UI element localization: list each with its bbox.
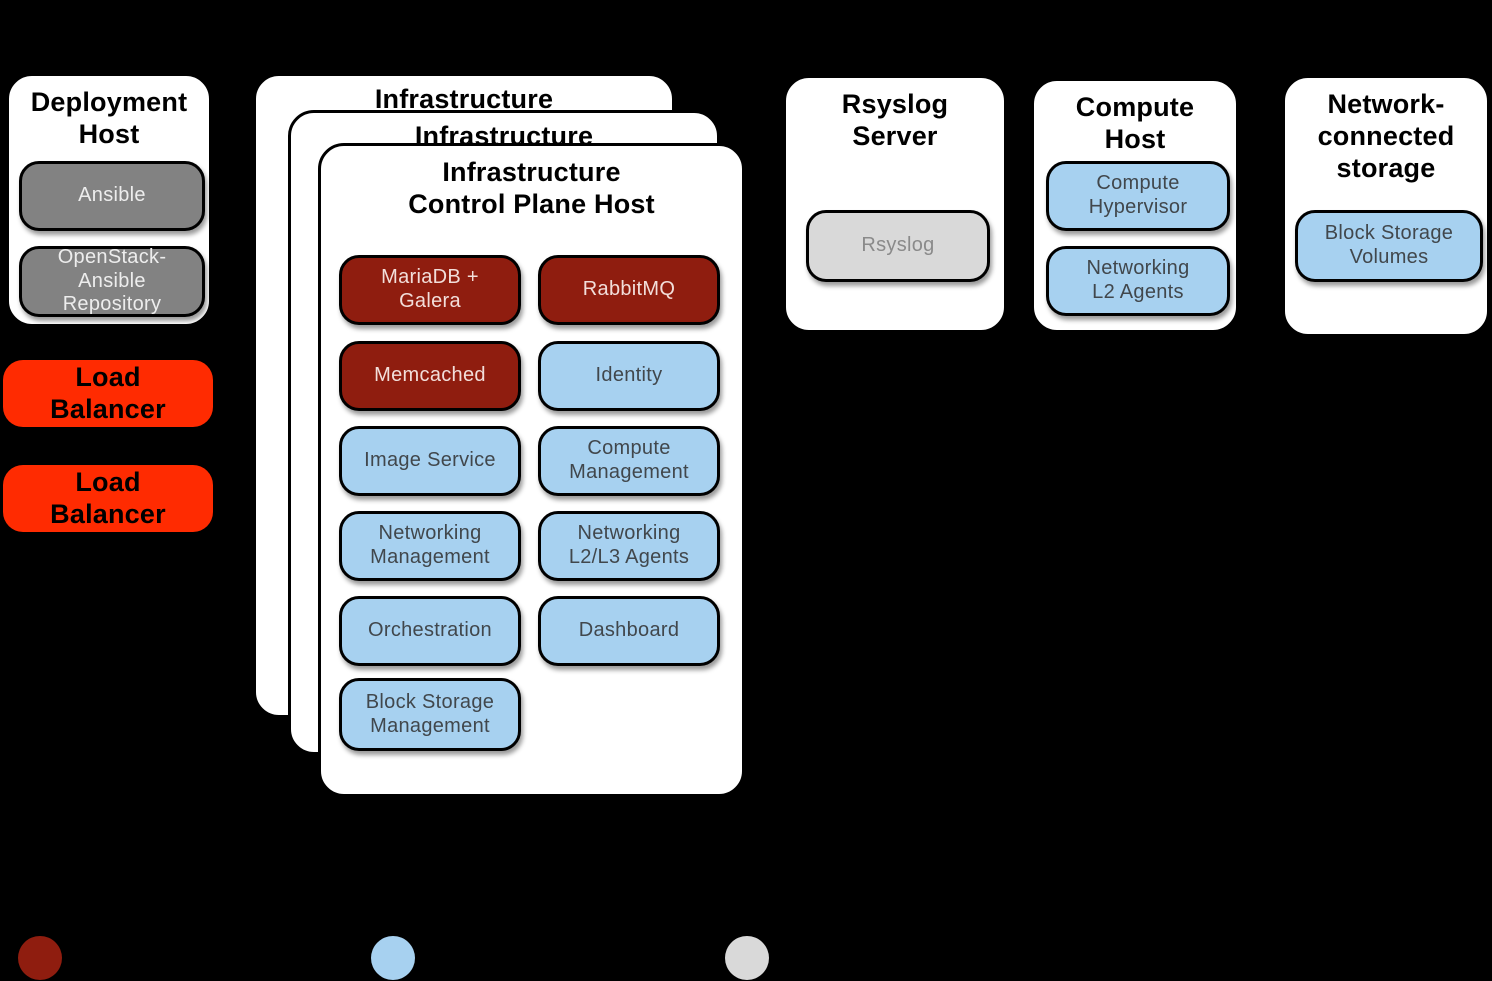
rsyslog-server-card: Rsyslog Server Rsyslog: [783, 75, 1007, 333]
deployment-host-card: Deployment Host Ansible OpenStack- Ansib…: [6, 73, 212, 327]
compute-hypervisor-box: Compute Hypervisor: [1046, 161, 1230, 231]
ansible-box: Ansible: [19, 161, 205, 231]
compute-host-card: Compute Host Compute Hypervisor Networki…: [1031, 78, 1239, 333]
network-storage-card: Network- connected storage Block Storage…: [1282, 75, 1490, 337]
load-balancer-1: Load Balancer: [3, 360, 213, 427]
service-orchestration-box: Orchestration: [339, 596, 521, 666]
deployment-host-title: Deployment Host: [30, 87, 188, 149]
service-networking-l2l3-agents-box: Networking L2/L3 Agents: [538, 511, 720, 581]
control-plane-title: Infrastructure Control Plane Host: [408, 157, 655, 219]
rsyslog-box: Rsyslog: [806, 210, 990, 282]
service-identity-box: Identity: [538, 341, 720, 411]
service-mariadb-galera-box: MariaDB + Galera: [339, 255, 521, 325]
legend-shared-service-dot: [18, 936, 62, 980]
block-storage-volumes-box: Block Storage Volumes: [1295, 210, 1483, 282]
service-compute-management-box: Compute Management: [538, 426, 720, 496]
service-image-service-box: Image Service: [339, 426, 521, 496]
control-plane-card-front: Infrastructure Control Plane Host MariaD…: [318, 143, 745, 797]
service-memcached-box: Memcached: [339, 341, 521, 411]
openstack-ansible-repository-box: OpenStack- Ansible Repository: [19, 246, 205, 317]
service-networking-management-box: Networking Management: [339, 511, 521, 581]
compute-host-title: Compute Host: [1075, 92, 1195, 154]
legend-support-service-dot: [725, 936, 769, 980]
legend-openstack-service-dot: [371, 936, 415, 980]
rsyslog-server-title: Rsyslog Server: [841, 89, 949, 151]
networking-l2-agents-box: Networking L2 Agents: [1046, 246, 1230, 316]
service-block-storage-management-box: Block Storage Management: [339, 678, 521, 751]
load-balancer-2: Load Balancer: [3, 465, 213, 532]
service-dashboard-box: Dashboard: [538, 596, 720, 666]
network-storage-title: Network- connected storage: [1317, 89, 1455, 183]
service-rabbitmq-box: RabbitMQ: [538, 255, 720, 325]
